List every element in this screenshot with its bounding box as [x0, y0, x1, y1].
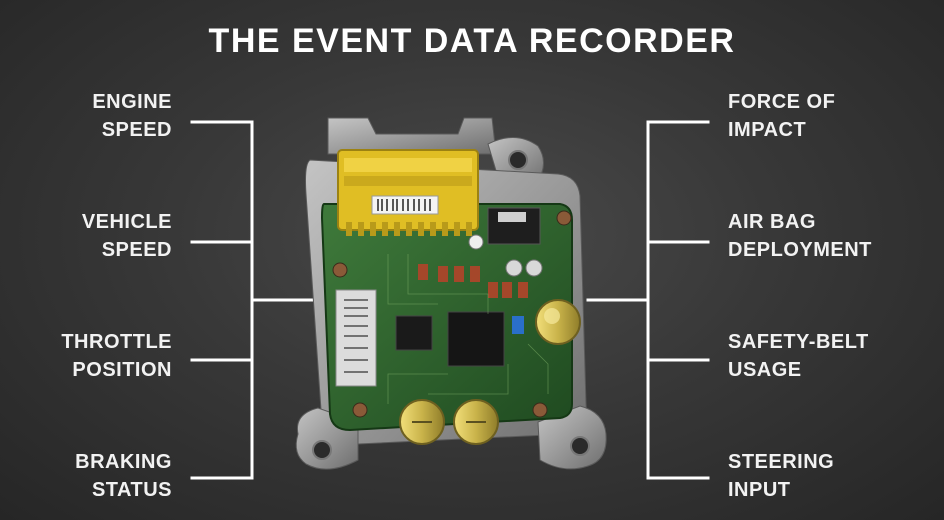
label-line: IMPACT: [728, 119, 807, 141]
label-line: ENGINE: [92, 91, 172, 113]
label-line: VEHICLE: [81, 211, 172, 233]
screw-group: [332, 210, 572, 418]
mount-hole-icon: [508, 150, 528, 170]
label-air-bag-deployment: AIR BAG DEPLOYMENT: [728, 208, 928, 264]
label-line: STATUS: [91, 479, 172, 501]
label-line: SPEED: [101, 239, 172, 261]
label-throttle-position: THROTTLE POSITION: [0, 328, 172, 384]
large-capacitor-icon: [535, 299, 581, 345]
label-line: POSITION: [72, 359, 172, 381]
label-line: FORCE OF: [728, 91, 836, 113]
barcode-sticker: [371, 195, 439, 215]
mount-hole-icon: [312, 440, 332, 460]
diagram-title: THE EVENT DATA RECORDER: [208, 22, 736, 60]
label-safety-belt-usage: SAFETY-BELT USAGE: [728, 328, 928, 384]
capacitor-icon: [468, 234, 484, 250]
resistor-group: [418, 264, 528, 298]
label-line: STEERING: [728, 451, 835, 473]
pcb-traces: [387, 254, 549, 404]
label-braking-status: BRAKING STATUS: [0, 448, 172, 504]
label-sticker: [335, 289, 377, 387]
label-line: AIR BAG: [728, 211, 816, 233]
label-line: USAGE: [728, 359, 802, 381]
capacitor-icon: [525, 259, 543, 277]
label-force-of-impact: FORCE OF IMPACT: [728, 88, 928, 144]
housing-bottom-tabs: [295, 405, 607, 470]
microcontroller-chip: [447, 311, 505, 367]
ic-chip: [395, 315, 433, 351]
event-data-recorder-module: [295, 117, 607, 470]
label-steering-input: STEERING INPUT: [728, 448, 928, 504]
circuit-board: [320, 203, 573, 432]
label-line: SAFETY-BELT: [728, 331, 869, 353]
label-line: THROTTLE: [61, 331, 172, 353]
blue-capacitor: [512, 316, 524, 334]
capacitor-icon: [505, 259, 523, 277]
mount-hole-icon: [570, 436, 590, 456]
label-line: DEPLOYMENT: [728, 239, 872, 261]
label-engine-speed: ENGINE SPEED: [0, 88, 172, 144]
label-line: INPUT: [728, 479, 791, 501]
label-line: SPEED: [101, 119, 172, 141]
chip-label: [498, 212, 526, 222]
label-vehicle-speed: VEHICLE SPEED: [0, 208, 172, 264]
yellow-connector-plug: [337, 149, 479, 236]
label-line: BRAKING: [75, 451, 172, 473]
